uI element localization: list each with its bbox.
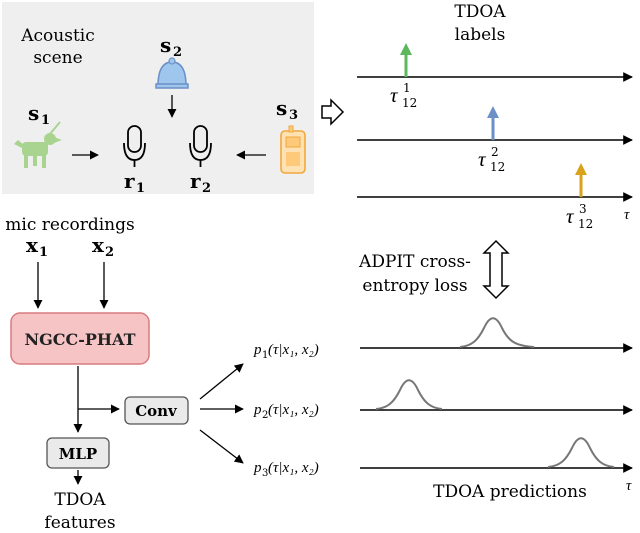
prediction-label-3-sub: 3 xyxy=(262,468,268,479)
tau-axis-label-bottom: τ xyxy=(626,478,632,494)
mic1-sub: 1 xyxy=(136,181,145,196)
prediction-label-2-sub: 2 xyxy=(262,410,268,421)
ngcc-phat-block[interactable] xyxy=(10,312,150,365)
features-line2: features xyxy=(44,513,115,533)
source-s3-label: s xyxy=(276,96,287,120)
tdoa-labels-title-line1: TDOA xyxy=(454,2,506,22)
prediction-label-2-rest: (τ|x₁, x₂) xyxy=(268,402,319,418)
x2-sub: 2 xyxy=(105,245,114,260)
source-s2-label: s xyxy=(160,33,171,57)
features-line1: TDOA xyxy=(54,490,106,510)
source-s1-sub: 1 xyxy=(41,113,50,128)
tau-label-1: τ xyxy=(390,83,399,107)
tau-label-2-sub: 12 xyxy=(490,160,505,174)
double-arrow-icon xyxy=(482,239,510,300)
loss-line1: ADPIT cross- xyxy=(358,252,471,272)
tau-label-1-sub: 12 xyxy=(402,96,417,110)
arrow-conv-to-p1 xyxy=(199,363,244,400)
prediction-label-3-rest: (τ|x₁, x₂) xyxy=(268,460,319,476)
mic-recordings-title: mic recordings xyxy=(5,215,134,235)
hollow-arrow-icon xyxy=(321,98,345,126)
mic2-sub: 2 xyxy=(202,181,211,196)
dog-icon xyxy=(14,121,62,168)
bell-icon xyxy=(155,57,189,89)
phone-icon xyxy=(280,125,306,174)
prediction-label-1-sub: 1 xyxy=(262,350,268,361)
tau-label-1-sup: 1 xyxy=(403,81,411,95)
tau-axis-label-top: τ xyxy=(624,207,630,223)
tau-label-3-sub: 12 xyxy=(578,217,593,231)
x1-sub: 1 xyxy=(39,245,48,260)
loss-line2: entropy loss xyxy=(362,276,467,296)
prediction-label-1: p xyxy=(253,342,262,358)
label-spike-3 xyxy=(575,163,587,197)
tau-label-3: τ xyxy=(566,204,575,228)
x2-label: x xyxy=(92,233,105,257)
source-s3-sub: 3 xyxy=(289,108,298,123)
conv-block[interactable] xyxy=(124,396,189,425)
tau-label-2-sup: 2 xyxy=(491,145,499,159)
prediction-label-2: p xyxy=(253,402,262,418)
mlp-block[interactable] xyxy=(46,437,110,469)
mic1-icon xyxy=(123,125,146,167)
label-spike-2 xyxy=(487,106,499,140)
prediction-label-3: p xyxy=(253,460,262,476)
arrow-conv-to-p3 xyxy=(199,429,244,464)
mic1-label: r xyxy=(124,169,135,193)
prediction-curve-1 xyxy=(459,317,535,348)
tau-label-3-sup: 3 xyxy=(579,202,587,216)
mlp-label: MLP xyxy=(59,445,97,463)
prediction-curve-2 xyxy=(375,379,443,410)
ngcc-phat-label: NGCC-PHAT xyxy=(25,330,136,349)
scene-title-line2: scene xyxy=(33,48,82,68)
mic2-label: r xyxy=(190,169,201,193)
prediction-curve-3 xyxy=(547,437,615,468)
tdoa-labels-title-line2: labels xyxy=(455,25,506,45)
mic2-icon xyxy=(189,125,212,167)
x1-label: x xyxy=(26,233,39,257)
source-s2-sub: 2 xyxy=(173,45,182,60)
scene-title-line1: Acoustic xyxy=(20,26,95,46)
acoustic-scene-panel xyxy=(2,2,314,194)
prediction-label-1-rest: (τ|x₁, x₂) xyxy=(268,342,319,358)
tdoa-predictions-title: TDOA predictions xyxy=(433,482,587,502)
label-spike-1 xyxy=(400,43,412,77)
conv-label: Conv xyxy=(135,402,178,420)
tau-label-2: τ xyxy=(478,147,487,171)
source-s1-label: s xyxy=(28,101,39,125)
